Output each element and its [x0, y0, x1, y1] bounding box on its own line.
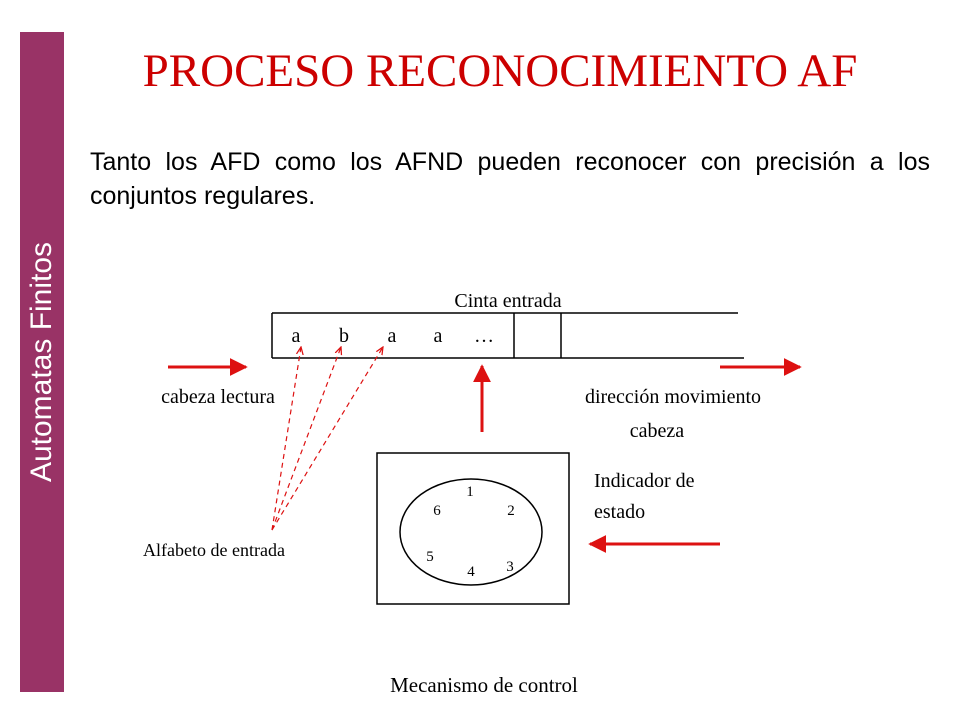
state-indicator-label-cont: estado [594, 501, 645, 523]
state-indicator-label: Indicador de [594, 470, 695, 492]
dial-number: 3 [506, 559, 514, 575]
state-dial [399, 478, 543, 586]
intro-paragraph: Tanto los AFD como los AFND pueden recon… [90, 148, 930, 210]
input-tape [271, 312, 744, 359]
tape-cell: … [474, 325, 494, 347]
tape-cell: a [388, 325, 397, 347]
sidebar-band [20, 32, 64, 692]
alphabet-label: Alfabeto de entrada [143, 540, 285, 560]
direction-label-cont: cabeza [630, 420, 685, 442]
page-title: PROCESO RECONOCIMIENTO AF [142, 45, 858, 97]
alphabet-pointers [271, 347, 383, 531]
dial-number: 2 [507, 503, 515, 519]
dial-number: 1 [466, 484, 474, 500]
read-head-label: cabeza lectura [161, 386, 275, 408]
tape-label: Cinta entrada [454, 290, 561, 312]
control-box [376, 452, 570, 605]
tape-cell: a [292, 325, 301, 347]
control-mechanism-label: Mecanismo de control [390, 673, 578, 697]
dial-number: 4 [467, 564, 475, 580]
dial-number: 5 [426, 549, 434, 565]
direction-label: dirección movimiento [585, 386, 761, 408]
tape-cell: a [434, 325, 443, 347]
dial-number: 6 [433, 503, 441, 519]
tape-cell: b [339, 325, 349, 347]
